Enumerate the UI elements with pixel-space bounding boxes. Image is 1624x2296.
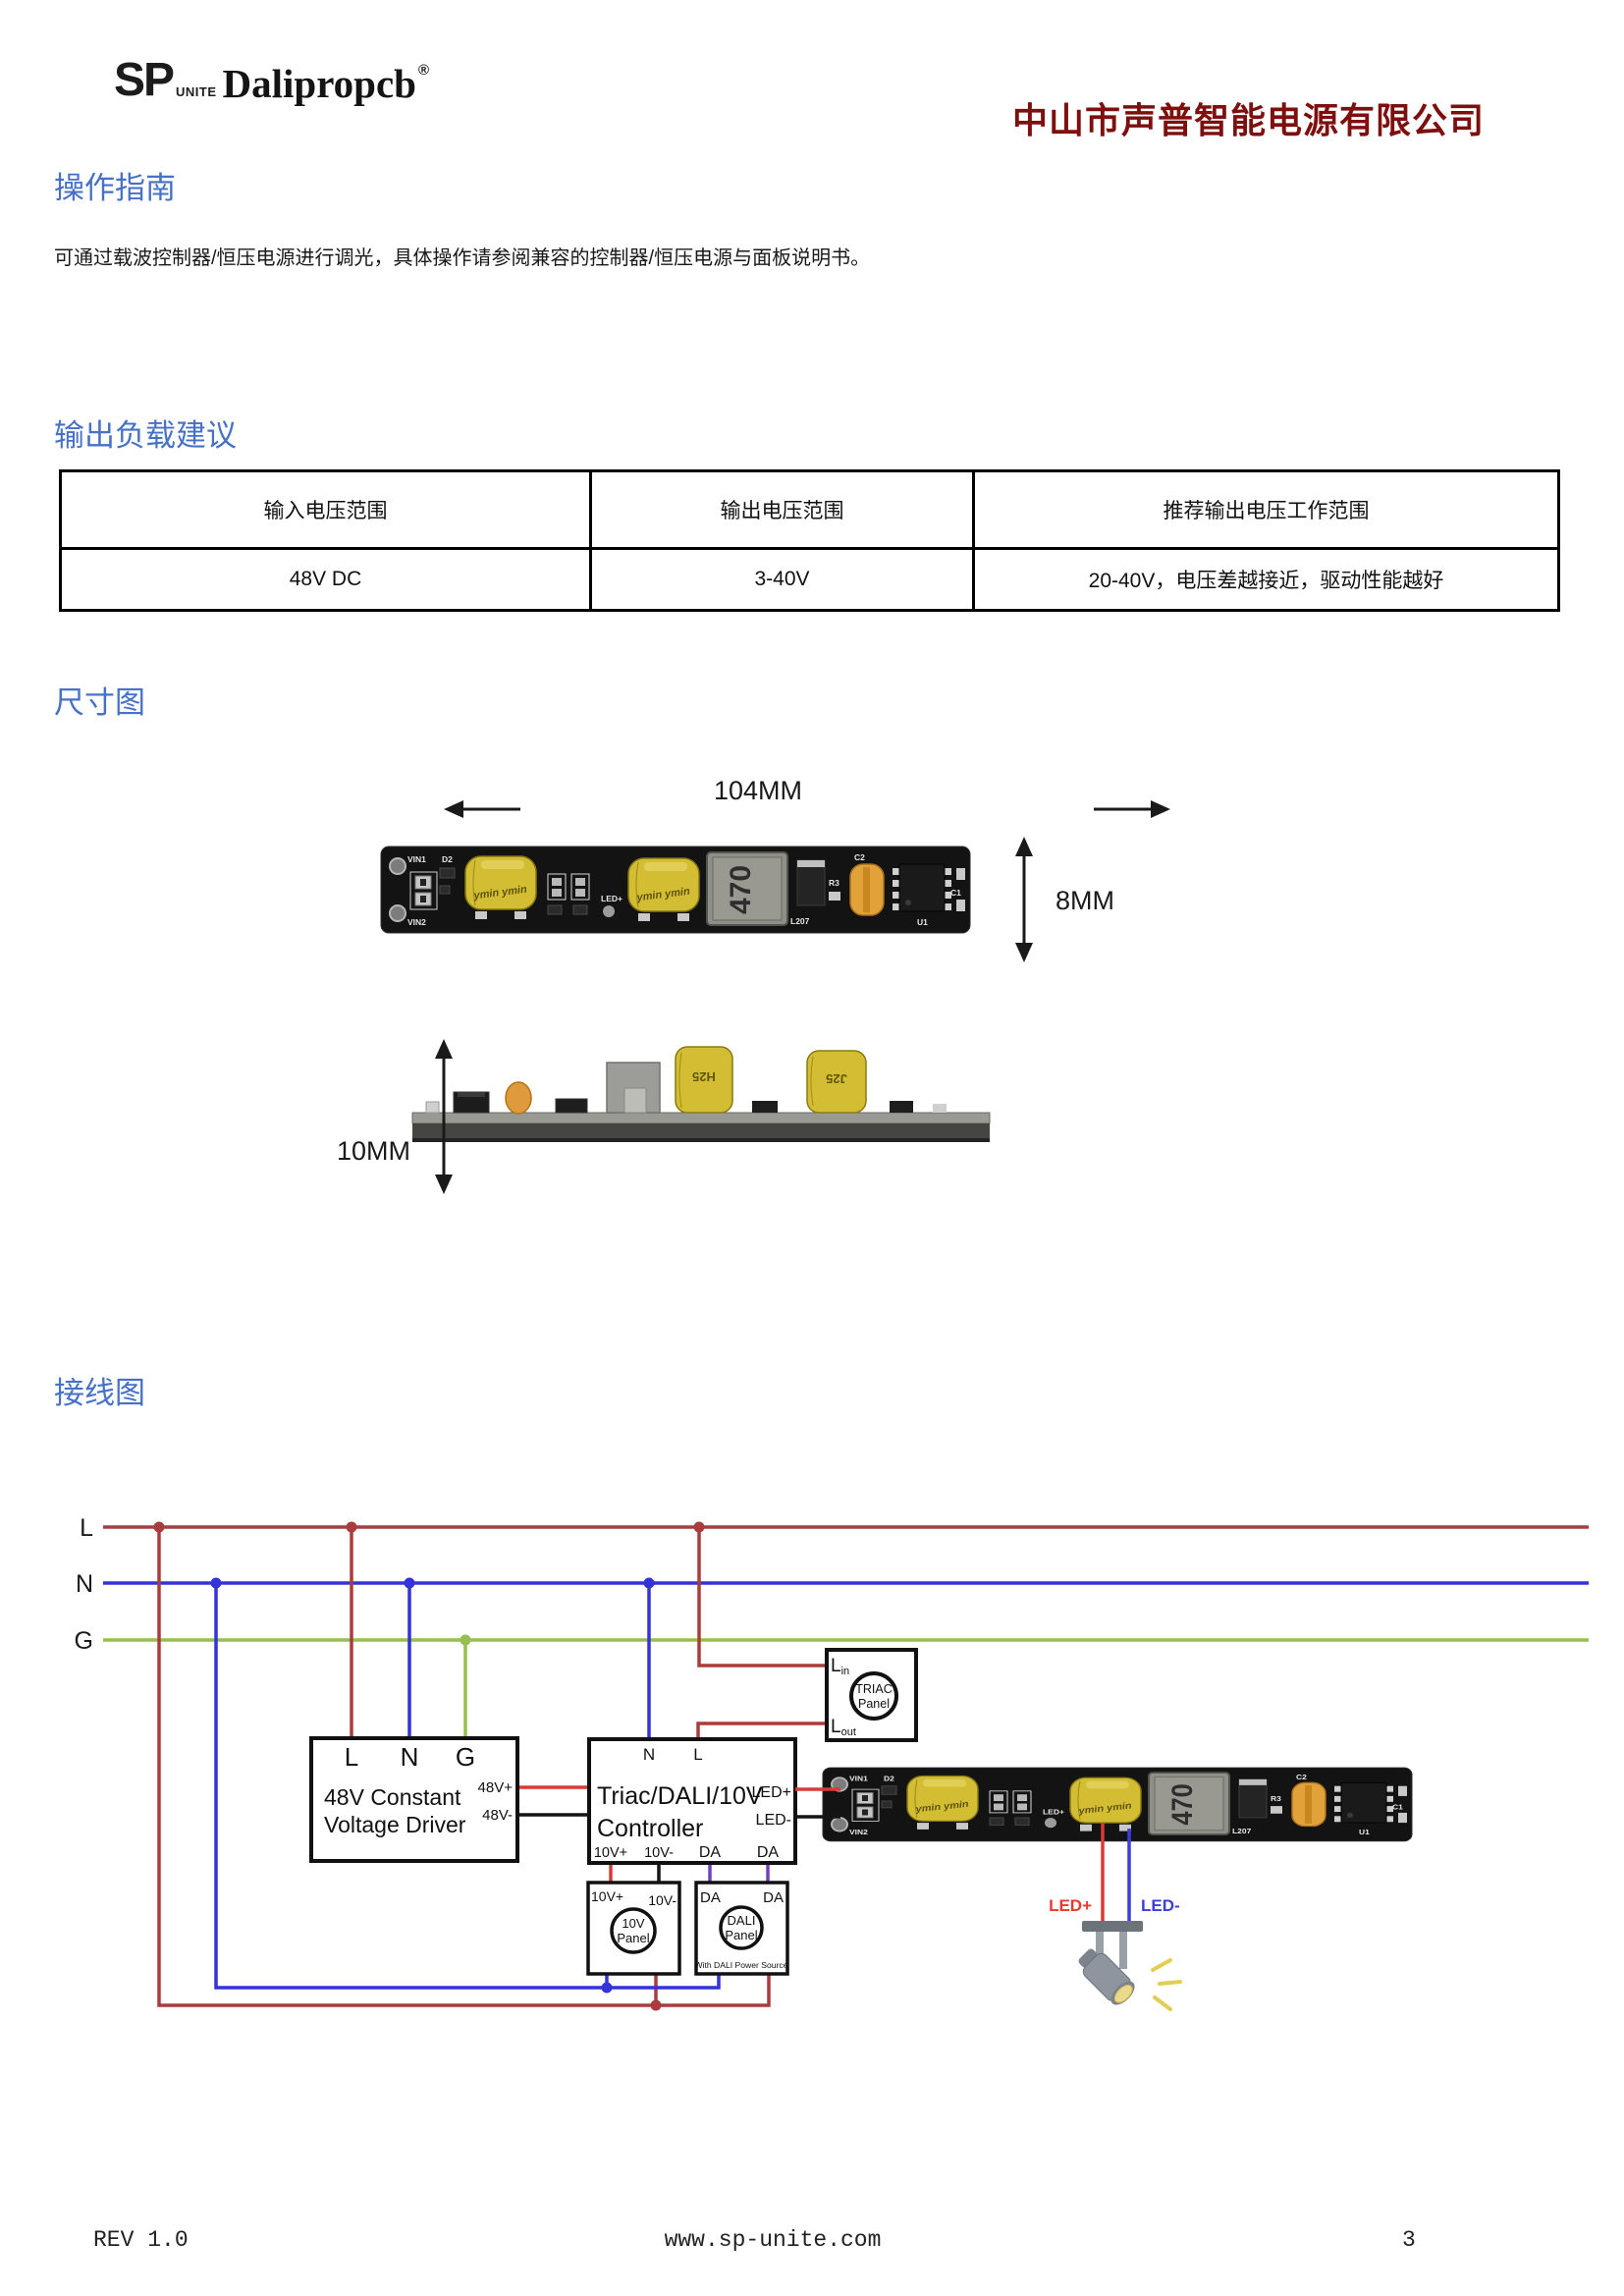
section-title-load: 输出负载建议 — [54, 418, 237, 453]
driver-name-line1: 48V Constant — [324, 1784, 461, 1810]
driver-box: L N G 48V Constant Voltage Driver 48V+ 4… — [309, 1736, 519, 1863]
pcb-top-view — [380, 846, 971, 934]
led-minus-label: LED- — [1141, 1896, 1180, 1915]
side-connector — [606, 1062, 661, 1114]
cap-marking: H25 — [692, 1069, 716, 1084]
dali-circle-line2: Panel — [725, 1928, 757, 1942]
cell-recommended-range: 20-40V，电压差越接近，驱动性能越好 — [972, 547, 1560, 612]
col-input-voltage: 输入电压范围 — [59, 469, 592, 550]
led-strip-module — [822, 1767, 1413, 1842]
section-title-operation: 操作指南 — [54, 171, 176, 205]
controller-terminal-l: L — [693, 1745, 702, 1764]
spotlight-icon — [1078, 1921, 1182, 2011]
wire-live-panel-feed — [157, 1527, 771, 2007]
triac-lin-label: Lin — [831, 1656, 849, 1677]
wire-triac-out-to-controller — [696, 1722, 827, 1739]
side-capacitor: J25 — [806, 1050, 867, 1114]
height-dimension-label: 8MM — [1056, 886, 1114, 915]
triac-circle-line1: TRIAC — [855, 1682, 893, 1696]
load-table: 输入电压范围 输出电压范围 推荐输出电压工作范围 48V DC 3-40V 20… — [59, 469, 1560, 612]
line-label-g: G — [75, 1627, 93, 1655]
light-rays-icon — [1151, 1958, 1182, 2011]
dali-power-note: With DALI Power Source — [694, 1960, 787, 1970]
length-dimension-label: 104MM — [714, 776, 802, 805]
driver-terminal-n: N — [401, 1742, 419, 1772]
table-row: 48V DC 3-40V 20-40V，电压差越接近，驱动性能越好 — [59, 547, 1560, 612]
company-name: 中山市声普智能电源有限公司 — [1011, 100, 1485, 140]
col-recommended-range: 推荐输出电压工作范围 — [972, 469, 1560, 550]
cap-marking: J25 — [826, 1071, 847, 1086]
registered-mark-icon: ® — [417, 62, 430, 79]
dali-circle-line1: DALI — [728, 1913, 756, 1928]
section-title-dimensions: 尺寸图 — [54, 685, 145, 720]
dimension-figure: 104MM 8MM — [337, 776, 1170, 1194]
website-label: www.sp-unite.com — [664, 2227, 882, 2253]
controller-b-10vplus: 10V+ — [594, 1845, 627, 1861]
led-plus-label: LED+ — [1049, 1896, 1092, 1915]
controller-terminal-n: N — [643, 1745, 655, 1764]
line-label-n: N — [76, 1570, 93, 1598]
orange-capacitor — [505, 1081, 532, 1115]
10v-circle-line1: 10V — [622, 1916, 644, 1931]
wire-neutral-panel-feed — [214, 1583, 721, 1990]
driver-terminal-l: L — [345, 1742, 358, 1772]
10v-panel-box: 10V+ 10V- 10V Panel — [586, 1881, 681, 1976]
driver-terminal-g: G — [456, 1742, 475, 1772]
controller-b-da1: DA — [699, 1844, 722, 1861]
10v-panel-t1: 10V+ — [591, 1888, 623, 1904]
logo-brand: Dalipropcb — [222, 61, 416, 106]
controller-box: N L Triac/DALI/10V Controller LED+ LED- … — [587, 1737, 797, 1865]
revision-label: REV 1.0 — [93, 2227, 189, 2253]
driver-out-minus: 48V- — [482, 1807, 513, 1824]
wiring-diagram: L N G — [75, 1514, 1589, 2011]
controller-b-da2: DA — [757, 1844, 780, 1861]
dali-panel-t2: DA — [763, 1889, 784, 1906]
col-output-voltage: 输出电压范围 — [589, 469, 975, 550]
driver-out-plus: 48V+ — [478, 1779, 514, 1796]
controller-led-plus: LED+ — [752, 1784, 791, 1801]
cell-input-voltage: 48V DC — [59, 547, 592, 612]
dali-panel-t1: DA — [700, 1889, 721, 1906]
wire-live-to-triac-in — [697, 1527, 827, 1667]
pcb-side-view: H25 J25 — [411, 1046, 991, 1142]
cell-output-voltage: 3-40V — [589, 547, 975, 612]
thickness-dimension-label: 10MM — [337, 1136, 410, 1166]
dali-panel-box: DA DA DALI Panel With DALI Power Source — [694, 1881, 789, 1976]
logo-unite: UNITE — [176, 84, 217, 99]
page-number: 3 — [1402, 2227, 1416, 2253]
operation-body: 可通过载波控制器/恒压电源进行调光，具体操作请参阅兼容的控制器/恒压电源与面板说… — [54, 247, 871, 269]
controller-name-line1: Triac/DALI/10V — [597, 1782, 763, 1810]
controller-led-minus: LED- — [756, 1812, 791, 1829]
logo-sp: SP — [114, 54, 175, 106]
side-capacitor: H25 — [675, 1046, 733, 1114]
line-label-l: L — [80, 1514, 93, 1542]
controller-name-line2: Controller — [597, 1815, 703, 1842]
triac-circle-line2: Panel — [858, 1697, 890, 1711]
10v-panel-t2: 10V- — [648, 1892, 677, 1908]
10v-circle-line2: Panel — [617, 1931, 649, 1945]
load-table-header-row: 输入电压范围 输出电压范围 推荐输出电压工作范围 — [59, 469, 1560, 550]
page-footer: REV 1.0 www.sp-unite.com 3 — [0, 2227, 1624, 2259]
section-title-wiring: 接线图 — [54, 1376, 145, 1410]
junction-dots — [153, 1521, 705, 2011]
controller-b-10vminus: 10V- — [644, 1845, 674, 1861]
triac-panel-box: Lin Lout TRIAC Panel — [825, 1648, 918, 1742]
triac-lout-label: Lout — [831, 1717, 856, 1738]
driver-name-line2: Voltage Driver — [324, 1812, 466, 1837]
